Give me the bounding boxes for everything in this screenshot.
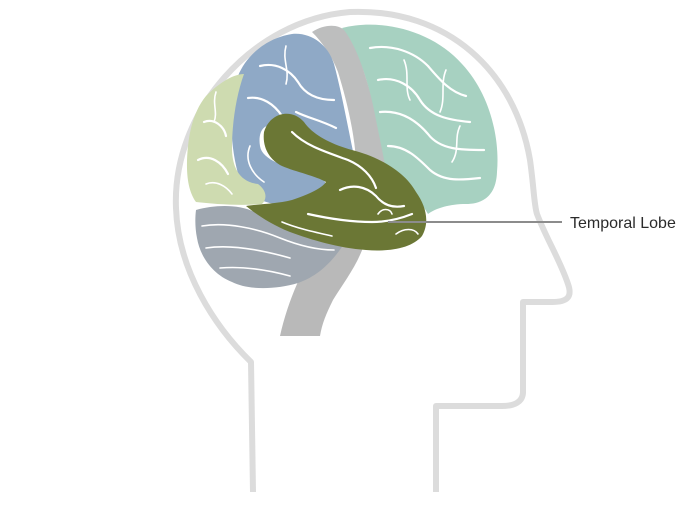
- motor-strip: [312, 25, 386, 173]
- frontal-gyrus-fold: [378, 110, 486, 152]
- frontal-gyrus-fold: [386, 144, 482, 181]
- parietal-gyrus-fold: [247, 145, 265, 183]
- parietal-gyrus-fold: [294, 110, 338, 130]
- parietal-gyrus-fold: [246, 96, 284, 118]
- temporal-gyrus-fold: [395, 228, 419, 235]
- frontal-gyrus-fold: [439, 69, 447, 113]
- occipital-gyrus-fold: [213, 91, 217, 123]
- temporal-gyrus-fold: [338, 185, 406, 208]
- brainstem: [280, 238, 366, 336]
- frontal-gyrus-fold: [368, 45, 468, 98]
- callout-label: Temporal Lobe: [570, 215, 676, 232]
- occipital-gyrus-fold: [196, 156, 230, 176]
- occipital-lobe: [186, 74, 266, 205]
- cerebellum-fold: [205, 245, 291, 259]
- parietal-gyrus-fold: [258, 63, 336, 102]
- temporal-gyrus-fold: [306, 212, 414, 224]
- occipital-gyrus-fold: [202, 119, 228, 138]
- frontal-gyrus-fold: [376, 78, 472, 124]
- cerebellum-fold: [201, 223, 335, 251]
- occipital-gyrus-fold: [205, 181, 233, 195]
- temporal-gyrus-fold: [281, 221, 333, 237]
- temporal-gyrus-fold: [290, 130, 378, 190]
- frontal-gyrus-fold: [403, 59, 411, 101]
- temporal-gyrus-fold: [377, 208, 393, 215]
- temporal-lobe: [246, 113, 427, 251]
- cerebellum-fold: [219, 266, 291, 277]
- head-outline: [172, 8, 573, 493]
- frontal-gyrus-fold: [451, 125, 461, 163]
- frontal-lobe: [342, 24, 498, 214]
- parietal-gyrus-fold: [284, 45, 288, 85]
